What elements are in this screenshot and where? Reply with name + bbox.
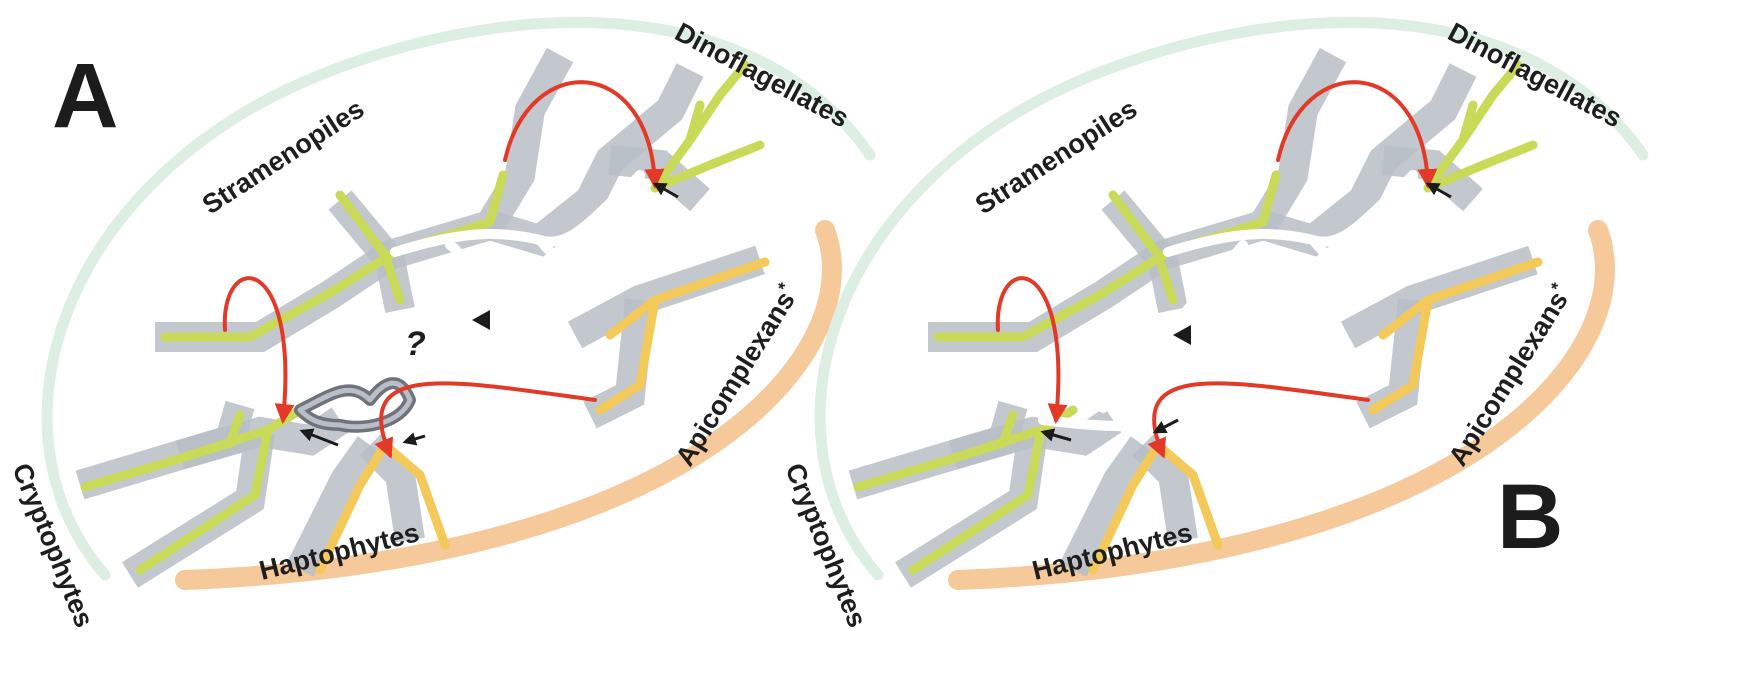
host-branches-white: [1038, 170, 1418, 432]
panel-letter-a: A: [52, 45, 118, 147]
arrowhead-marker: [1173, 325, 1191, 345]
dinoflagellate-branches: [650, 60, 765, 193]
branch-halos: [848, 47, 1538, 588]
stramenopile-branches: [933, 170, 1281, 342]
panel-a: ? A Stramenopiles Dinoflagellates Apicom…: [6, 16, 876, 632]
pointer-arrows: [299, 182, 679, 447]
host-branches-white: [390, 170, 645, 300]
arrowhead-marker: [472, 310, 490, 330]
branch-halos: [75, 47, 765, 588]
panel-b: B Stramenopiles Dinoflagellates Apicompl…: [779, 16, 1649, 632]
outer-ring-orange: [948, 220, 1615, 590]
stramenopile-branches: [160, 170, 508, 342]
transfer-arrows: [222, 80, 665, 459]
apicomplexan-branches: [1368, 257, 1543, 415]
pointer-arrows: [1040, 182, 1452, 442]
question-mark: ?: [405, 325, 426, 363]
outer-ring-green: [814, 16, 1649, 581]
apicomplexan-branches: [595, 257, 770, 415]
outer-ring-orange: [175, 220, 842, 590]
dinoflagellate-branches: [1423, 60, 1538, 193]
reticulate-region: [294, 377, 416, 433]
outer-ring-green: [41, 16, 876, 581]
panel-letter-b: B: [1497, 466, 1563, 568]
